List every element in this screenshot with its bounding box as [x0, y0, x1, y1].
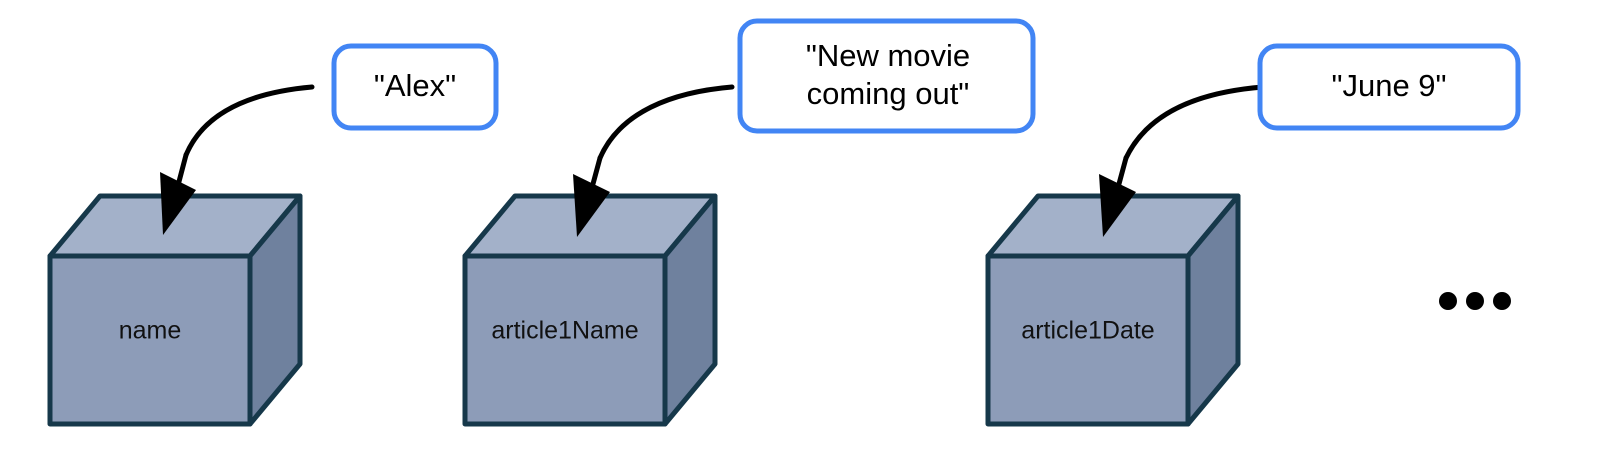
more-indicator-dot-1: [1439, 292, 1457, 310]
arrow-alex-to-name-tail: [173, 152, 189, 196]
cube-article1date[interactable]: article1Date: [985, 193, 1241, 427]
arrow-movie-to-article1name-tail: [587, 155, 603, 198]
callout-alex-text: "Alex": [374, 68, 456, 103]
cube-article1name-label: article1Name: [491, 317, 638, 345]
callout-new-movie-line-1: "New movie: [806, 38, 970, 73]
arrow-june-to-article1date-tail: [1113, 155, 1129, 198]
more-indicator-dot-3: [1493, 292, 1511, 310]
arrow-june-to-article1date-line: [1123, 84, 1266, 161]
arrow-movie-to-article1name-head: [573, 174, 610, 237]
more-indicator-dot-2: [1466, 292, 1484, 310]
arrow-movie-to-article1name-line: [597, 84, 735, 161]
callout-june-9[interactable]: "June 9": [1257, 43, 1521, 131]
more-indicator: [1439, 292, 1511, 310]
arrow-alex-to-name-head: [160, 172, 196, 235]
callout-alex-bubble[interactable]: [331, 43, 499, 131]
cube-name[interactable]: name: [47, 193, 303, 427]
callout-june-9-text: "June 9": [1331, 68, 1446, 103]
callout-new-movie-bubble[interactable]: [737, 18, 1036, 134]
cube-article1date-label: article1Date: [1021, 317, 1154, 345]
callout-june-9-bubble[interactable]: [1257, 43, 1521, 131]
callout-new-movie-line-2: coming out": [807, 76, 970, 111]
cube-article1name[interactable]: article1Name: [462, 193, 718, 427]
callout-new-movie[interactable]: "New movie coming out": [737, 18, 1036, 134]
cube-article1name-front-face: [462, 253, 668, 427]
arrow-alex-to-name: [160, 84, 315, 235]
arrow-june-to-article1date-head: [1099, 174, 1136, 237]
cube-name-front-face: [47, 253, 253, 427]
arrow-june-to-article1date: [1099, 84, 1266, 237]
arrow-movie-to-article1name: [573, 84, 735, 237]
arrow-alex-to-name-line: [183, 84, 315, 158]
cube-name-label: name: [119, 317, 182, 345]
callout-alex[interactable]: "Alex": [331, 43, 499, 131]
cube-article1date-front-face: [985, 253, 1191, 427]
